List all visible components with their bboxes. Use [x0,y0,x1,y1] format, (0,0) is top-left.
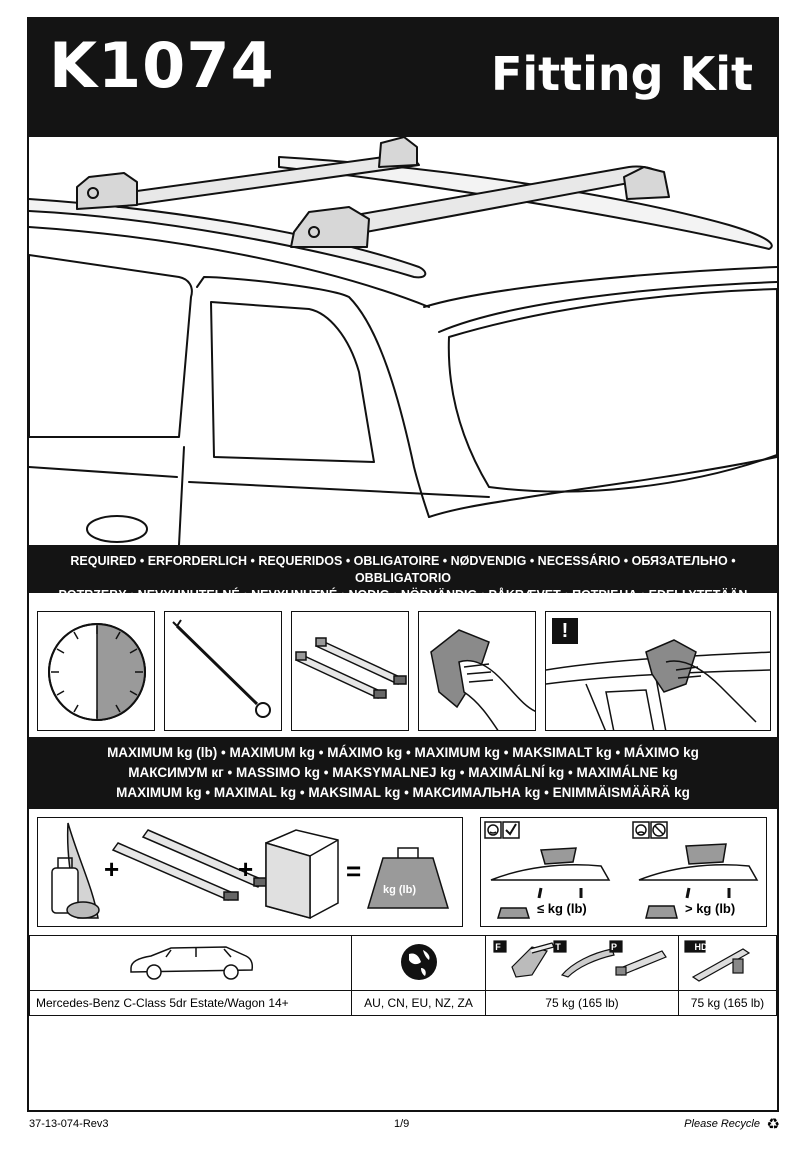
hd-bar-icon [691,947,750,982]
doc-id: 37-13-074-Rev3 [29,1118,109,1130]
globe-icon [400,943,437,980]
load-fitp: 75 kg (165 lb) [485,990,679,1016]
fitting-kit-box-icon [265,829,339,919]
hd-foot-cell: HD [678,935,777,991]
capacity-equation: + + = kg (lb) [37,817,463,927]
vehicle-image-cell [29,935,352,991]
recycle-icon: ♻ [766,1116,780,1133]
bars-icon [111,829,269,901]
sad-face-icon [632,821,668,839]
ok-load-label: ≤ kg (lb) [537,901,587,916]
station-wagon-icon [129,945,253,980]
kit-code: K1074 [49,29,275,102]
plus-sign-2: + [238,854,254,884]
roof-bars-icon [291,611,409,731]
clock-icon [37,611,155,731]
page-number: 1/9 [394,1118,410,1130]
plus-sign-1: + [104,854,120,884]
warning-mark: ! [552,618,578,644]
maximum-load-band: MAXIMUM kg (lb) • MAXIMUM kg • MÁXIMO kg… [29,737,777,809]
fitment-table: F T P HD Mercedes-Benz C-Class 5dr Estat… [29,935,777,1016]
vehicle-name: Mercedes-Benz C-Class 5dr Estate/Wagon 1… [29,990,352,1016]
required-items-row: ! [37,611,771,731]
luggage-icon [51,822,100,919]
badge-t: T [555,942,561,952]
car-roof-illustration [29,137,777,545]
cleaning-cloth-icon [418,611,536,731]
market-list: AU, CN, EU, NZ, ZA [351,990,486,1016]
foot-types-cell: F T P [485,935,679,991]
tool-key-icon [164,611,282,731]
header-bar: K1074 Fitting Kit [27,17,779,137]
warning-clean-roof-icon: ! [545,611,771,731]
maximum-line-3: MAXIMUM kg • MAXIMAL kg • MAKSIMAL kg • … [116,785,690,800]
globe-cell [351,935,486,991]
badge-p: P [610,942,617,952]
fixpoint-foot-icon [493,939,555,978]
track-foot-icon [553,939,615,978]
page-title: Fitting Kit [490,47,753,101]
badge-f: F [495,942,501,952]
badge-hd: HD [694,942,708,952]
equals-sign: = [346,856,362,886]
required-line-1: REQUIRED • ERFORDERLICH • REQUERIDOS • O… [70,554,736,585]
recycle-text: Please Recycle [684,1118,760,1130]
profile-foot-icon [609,939,667,976]
load-hd: 75 kg (165 lb) [678,990,777,1016]
weight-label: kg (lb) [383,884,416,896]
required-band: REQUIRED • ERFORDERLICH • REQUERIDOS • O… [29,545,777,602]
maximum-line-2: МАКСИМУМ кг • MASSIMO kg • MAKSYMALNEJ k… [128,765,678,780]
required-line-2: POTRZEBY • NEVYHNUTELNÉ • NEVYHNUTNÉ • N… [58,588,748,602]
happy-face-icon [484,821,520,839]
maximum-line-1: MAXIMUM kg (lb) • MAXIMUM kg • MÁXIMO kg… [107,745,699,760]
over-load-label: > kg (lb) [685,901,736,916]
load-comparison: ≤ kg (lb) > kg (lb) [480,817,767,927]
weight-icon [366,847,450,909]
